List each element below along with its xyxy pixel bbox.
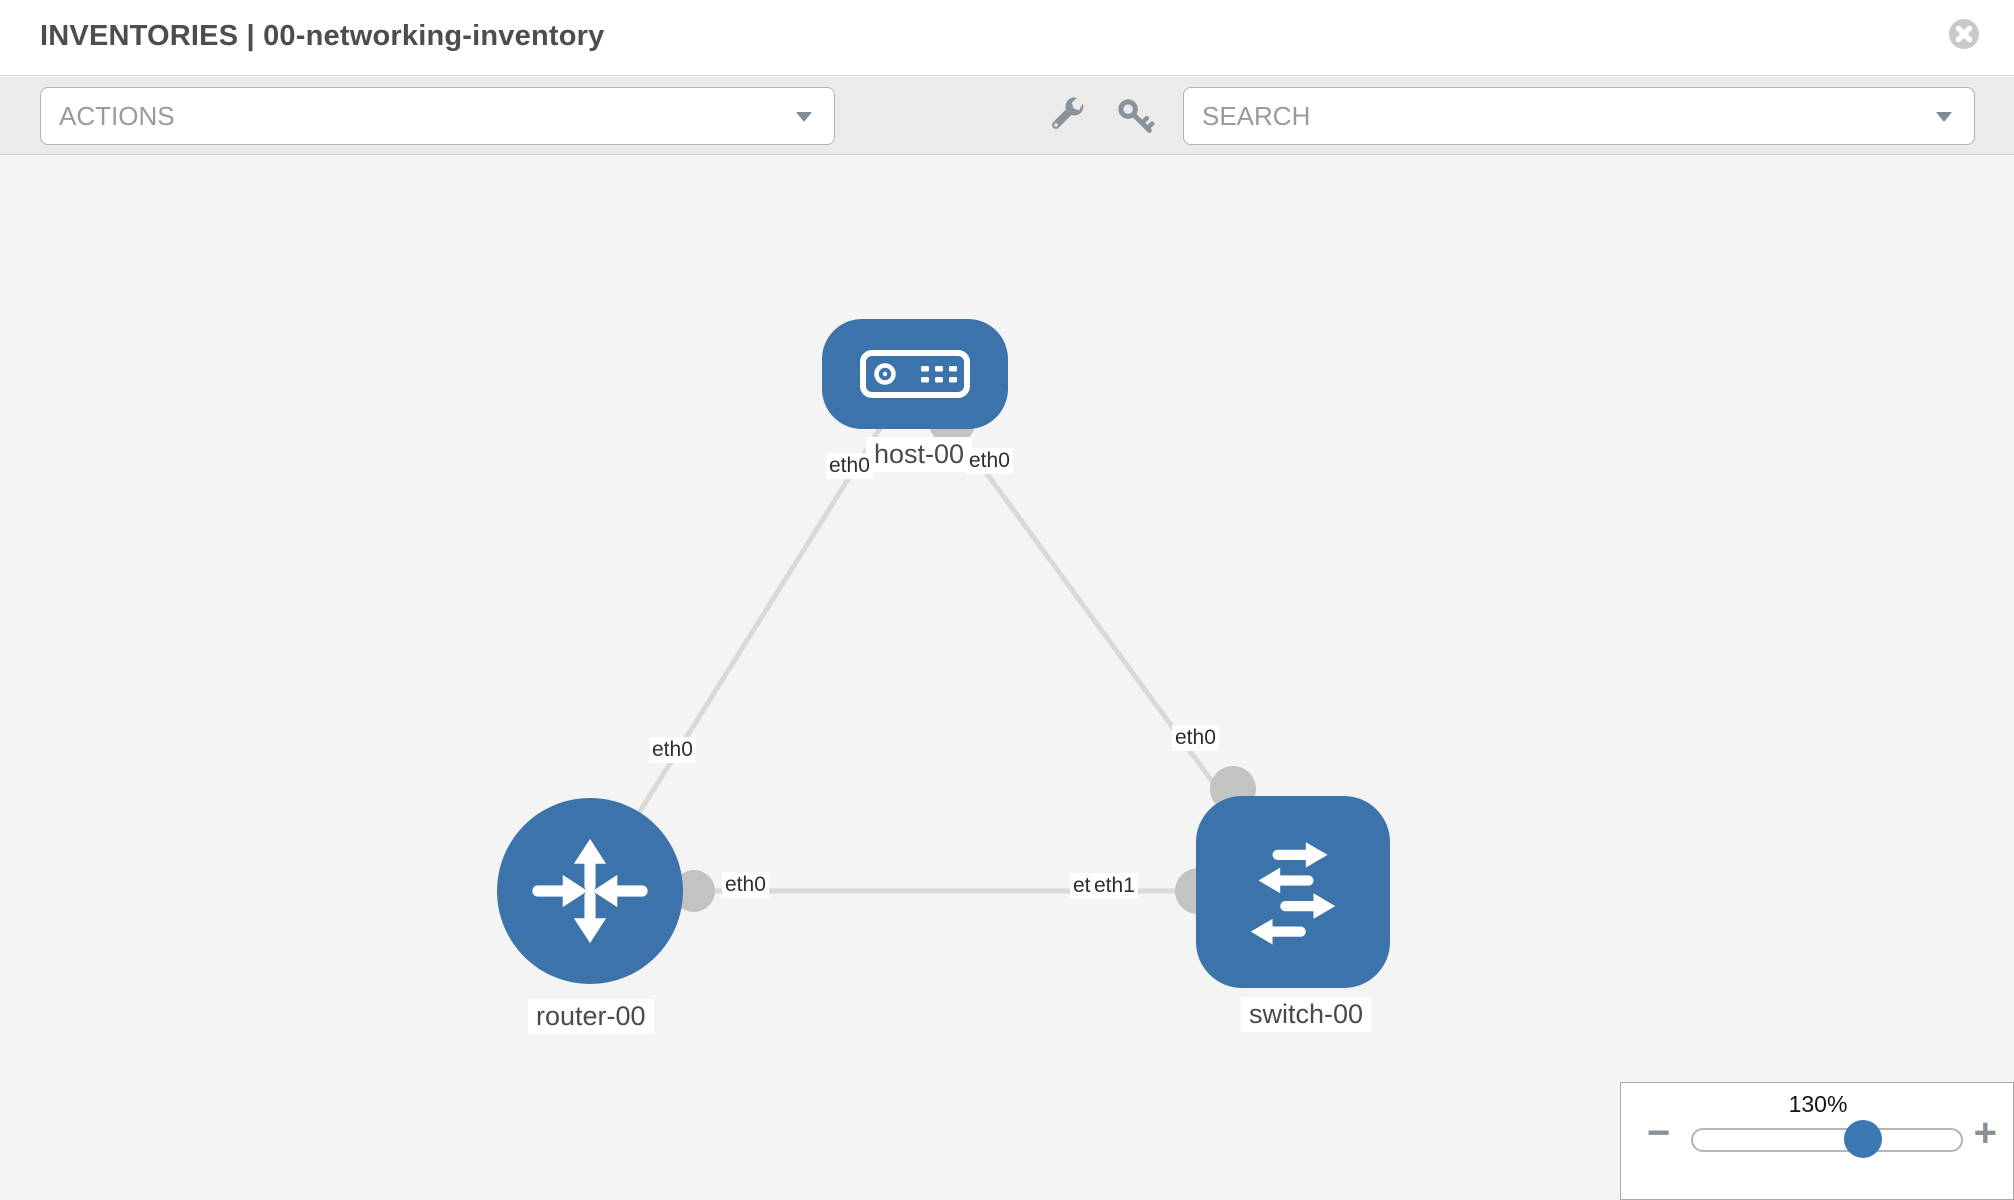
interface-label-eth0: eth0: [649, 737, 696, 763]
switch-icon: [1250, 842, 1336, 945]
configure-tools-button[interactable]: [1047, 96, 1087, 136]
close-button[interactable]: [1948, 18, 1980, 50]
node-host-00[interactable]: [822, 319, 1008, 429]
node-router-00[interactable]: [497, 798, 683, 984]
router-icon: [532, 838, 648, 944]
header: INVENTORIES | 00-networking-inventory: [0, 0, 2014, 76]
node-label-host-00: host-00: [866, 437, 973, 472]
wrench-icon: [1051, 97, 1084, 129]
search-input[interactable]: [1202, 100, 1902, 132]
chevron-down-icon: [1936, 112, 1952, 122]
zoom-level-value: 130%: [1788, 1091, 1848, 1117]
zoom-out-button[interactable]: −: [1647, 1111, 1671, 1155]
credentials-key-button[interactable]: [1115, 96, 1155, 136]
zoom-slider-track[interactable]: [1691, 1128, 1963, 1152]
close-icon: [1949, 19, 1979, 49]
interface-label-eth0: eth0: [966, 448, 1013, 474]
key-icon: [1118, 99, 1155, 133]
topology-canvas[interactable]: host-00 router-00: [0, 156, 2014, 1200]
zoom-in-button[interactable]: +: [1973, 1111, 1997, 1155]
interface-label-eth1: eth1: [1091, 873, 1138, 899]
actions-dropdown[interactable]: ACTIONS: [40, 87, 835, 145]
page-title: INVENTORIES | 00-networking-inventory: [40, 20, 605, 52]
actions-dropdown-label: ACTIONS: [59, 100, 175, 131]
search-dropdown[interactable]: [1183, 87, 1975, 145]
interface-label-eth0: eth0: [722, 872, 769, 898]
topology-links: [587, 372, 1296, 894]
toolbar: ACTIONS: [0, 77, 2014, 155]
zoom-control-panel: 130% − +: [1620, 1082, 2014, 1200]
interface-label-eth0: eth0: [826, 453, 873, 479]
interface-label-eth0: eth0: [1172, 725, 1219, 751]
node-label-router-00: router-00: [528, 999, 654, 1034]
chevron-down-icon: [796, 112, 812, 122]
zoom-slider-handle[interactable]: [1844, 1120, 1882, 1158]
node-label-switch-00: switch-00: [1241, 997, 1372, 1032]
host-icon: [860, 350, 970, 398]
node-switch-00[interactable]: [1196, 796, 1390, 988]
